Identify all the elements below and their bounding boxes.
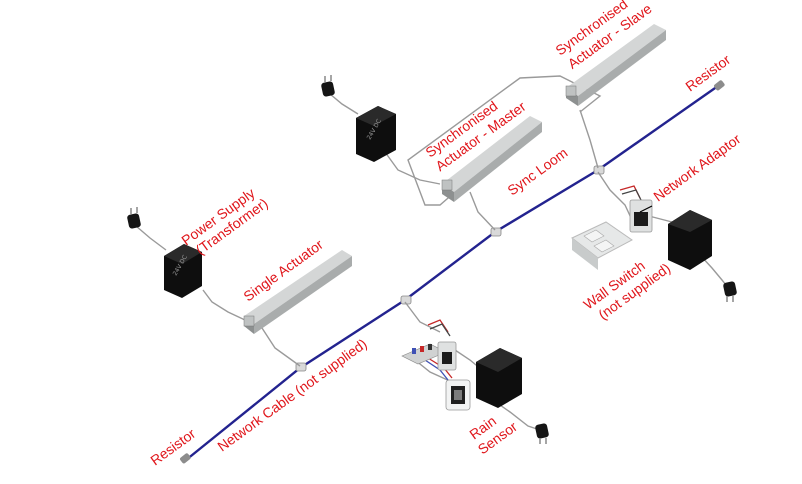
wall-switch	[571, 221, 633, 270]
transformer-left: 24V DC	[164, 244, 202, 298]
network-cable	[185, 85, 719, 461]
svg-text:Network Adaptor: Network Adaptor	[650, 130, 743, 204]
label-rain-sensor: Rain Sensor	[466, 413, 520, 458]
resistor-right	[714, 80, 725, 91]
plug-adaptor	[723, 281, 737, 302]
network-adaptor-module	[629, 199, 653, 233]
sync-actuator-master	[441, 116, 542, 202]
svg-text:Resistor: Resistor	[147, 425, 198, 468]
plug-rain	[535, 423, 549, 444]
network-adaptor-pointer	[639, 205, 653, 213]
plug-master	[321, 75, 335, 97]
label-network-cable: Network Cable (not supplied)	[214, 335, 369, 454]
plug-left	[127, 207, 141, 229]
resistor-left	[180, 453, 191, 464]
transformer-rain-sensor	[476, 348, 522, 408]
label-network-adaptor: Network Adaptor	[650, 130, 743, 204]
device-wiring	[135, 75, 731, 431]
rain-sensor-controller	[437, 341, 457, 371]
rain-sensor-pad	[445, 379, 471, 411]
sync-actuator-slave	[565, 24, 666, 106]
svg-text:Network Cable (not supplied): Network Cable (not supplied)	[214, 335, 369, 454]
label-resistor-left: Resistor	[147, 425, 198, 468]
transformer-master: 24V DC	[356, 106, 396, 162]
single-actuator	[243, 250, 352, 334]
transformer-network-adaptor	[668, 210, 712, 270]
svg-text:Resistor: Resistor	[682, 51, 733, 94]
label-resistor-right: Resistor	[682, 51, 733, 94]
